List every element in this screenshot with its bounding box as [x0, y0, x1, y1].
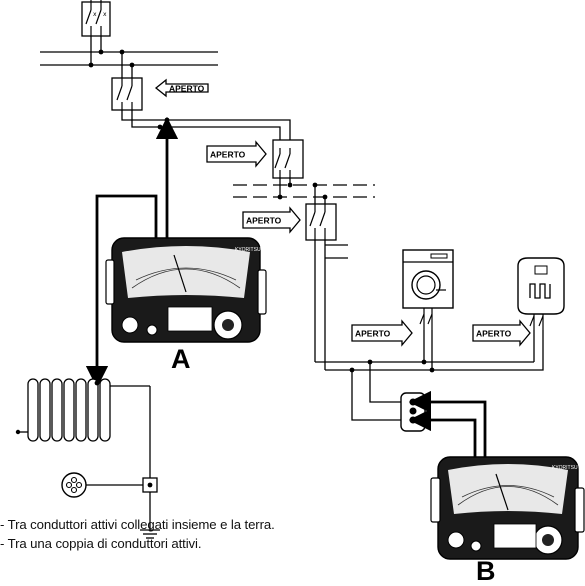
open-flag-3: APERTO: [242, 206, 301, 234]
earth-junction: [140, 477, 160, 539]
meter-a-brand: KYORITSU: [235, 247, 261, 253]
svg-text:x: x: [103, 11, 107, 18]
open-flag-4-label: APERTO: [355, 329, 391, 339]
branch-switch-1: [111, 77, 143, 111]
open-flag-1: APERTO: [154, 78, 209, 98]
open-flag-3-label: APERTO: [246, 216, 282, 226]
open-flag-5: APERTO: [472, 319, 531, 347]
open-flag-2: APERTO: [206, 140, 267, 168]
water-heater: [517, 257, 565, 330]
insulation-tester-b: KYORITSU: [430, 456, 585, 560]
open-flag-4: APERTO: [351, 319, 413, 347]
open-flag-1-label: APERTO: [169, 84, 205, 94]
branch-switch-2: [272, 139, 304, 179]
top-busbars: [40, 36, 218, 78]
open-flag-2-label: APERTO: [210, 150, 246, 160]
caption-line-2: - Tra una coppia di conduttori attivi.: [0, 536, 202, 551]
washing-machine: [402, 249, 454, 330]
earth-socket: [61, 472, 143, 498]
heater-switch: [529, 315, 544, 327]
main-switch: x x: [81, 0, 111, 37]
branch-switch-3: [305, 203, 337, 241]
insulation-tester-a: KYORITSU: [105, 237, 267, 343]
test-leads-a: [85, 116, 179, 389]
meter-a-label: A: [171, 344, 191, 374]
svg-text:x: x: [93, 11, 97, 18]
open-flag-5-label: APERTO: [476, 329, 512, 339]
socket-outlet: [400, 392, 426, 432]
washer-switch: [419, 313, 433, 325]
test-leads-b: [408, 390, 487, 470]
meter-b-brand: KYORITSU: [552, 465, 578, 471]
caption-line-1: - Tra conduttori attivi collegati insiem…: [0, 517, 275, 532]
radiator: [27, 378, 111, 442]
meter-b-label: B: [476, 556, 496, 586]
